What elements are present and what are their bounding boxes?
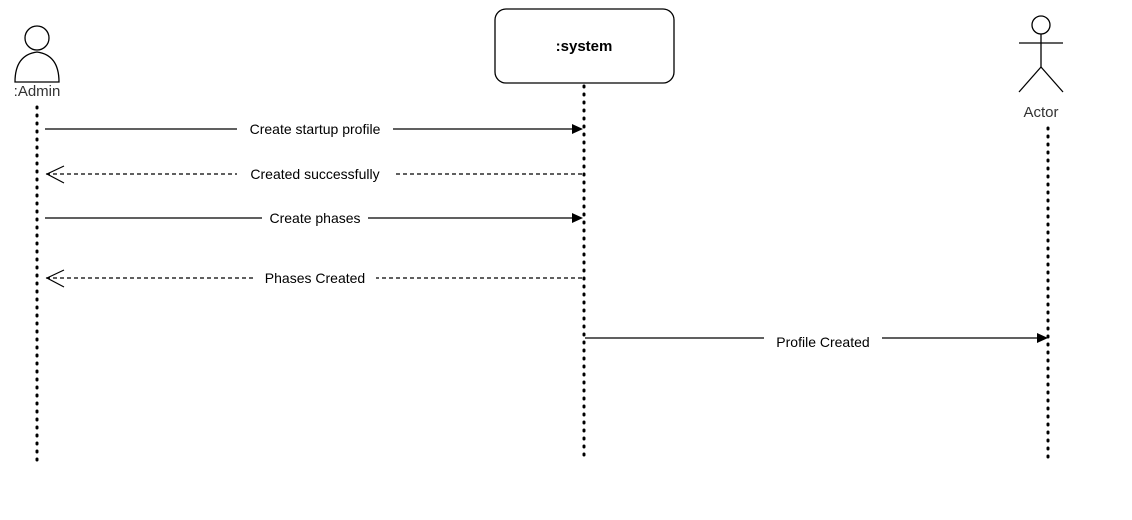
message-label: Created successfully [250,166,379,182]
system-label: :system [556,38,613,55]
open-arrowhead [45,269,65,288]
system-participant: :system [494,8,675,84]
filled-arrowhead [572,213,583,223]
message-phases-created: Phases Created [45,269,584,288]
message-create-phases: Create phases [45,209,583,227]
message-created-successfully: Created successfully [45,165,584,184]
message-label: Create startup profile [250,121,381,137]
message-label: Phases Created [265,270,365,286]
message-label: Profile Created [776,334,869,350]
message-profile-created: Profile Created [585,329,1048,350]
stick-figure-icon [1018,15,1064,93]
actor-label: Actor [1023,104,1058,121]
open-arrowhead [45,165,65,184]
admin-label: :Admin [14,83,61,100]
user-icon [14,25,60,83]
message-create-startup-profile: Create startup profile [45,120,583,138]
message-label: Create phases [269,210,360,226]
admin-participant: :Admin [14,25,61,100]
filled-arrowhead [572,124,583,134]
filled-arrowhead [1037,333,1048,343]
actor-participant: Actor [1018,15,1064,121]
system-box [494,8,675,84]
